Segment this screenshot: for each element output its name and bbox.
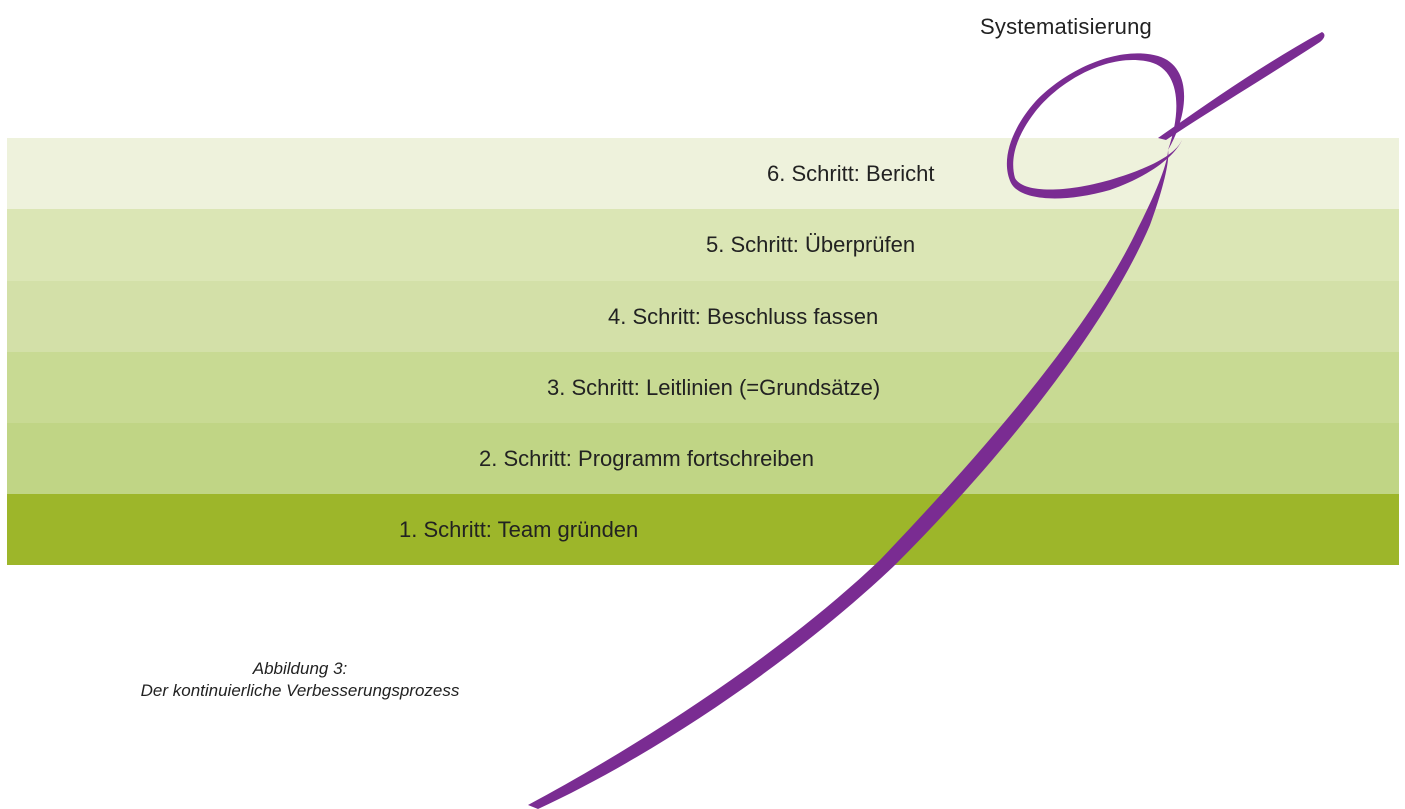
caption-line-2: Der kontinuierliche Verbesserungsprozess <box>140 681 460 700</box>
step-2-band: 2. Schritt: Programm fortschreiben <box>7 423 1399 494</box>
step-2-label: 2. Schritt: Programm fortschreiben <box>479 445 815 471</box>
step-4-band: 4. Schritt: Beschluss fassen <box>7 281 1399 352</box>
step-6-band: 6. Schritt: Bericht <box>7 138 1399 209</box>
step-1-label: 1. Schritt: Team gründen <box>399 516 639 542</box>
steps-staircase: 6. Schritt: Bericht 5. Schritt: Überprüf… <box>7 138 1399 565</box>
figure-caption: Abbildung 3: Der kontinuierliche Verbess… <box>50 658 550 702</box>
step-3-label: 3. Schritt: Leitlinien (=Grundsätze) <box>547 374 881 400</box>
step-5-band: 5. Schritt: Überprüfen <box>7 209 1399 281</box>
step-1-band: 1. Schritt: Team gründen <box>7 494 1399 565</box>
systematisierung-label: Systematisierung <box>980 14 1152 39</box>
step-6-label: 6. Schritt: Bericht <box>767 160 935 186</box>
step-3-band: 3. Schritt: Leitlinien (=Grundsätze) <box>7 352 1399 423</box>
swirl-tail-stroke <box>1158 32 1325 140</box>
step-5-label: 5. Schritt: Überprüfen <box>706 232 916 257</box>
caption-line-1: Abbildung 3: <box>252 659 348 678</box>
step-4-label: 4. Schritt: Beschluss fassen <box>608 303 879 329</box>
